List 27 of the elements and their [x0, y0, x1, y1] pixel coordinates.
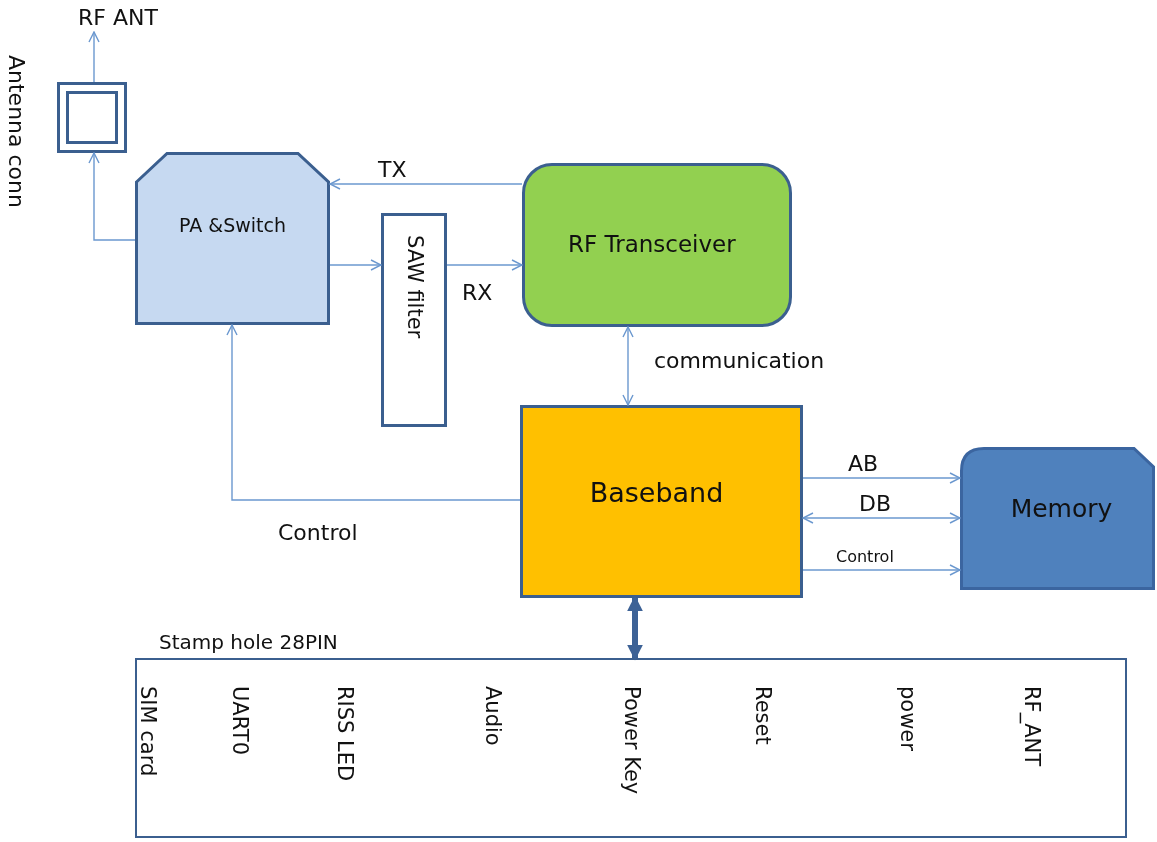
antenna-output-label: RF ANT [78, 4, 158, 32]
arrow [622, 326, 634, 406]
pin-label: RF_ANT [1019, 686, 1045, 767]
arrow [802, 564, 961, 576]
pin-label: UART0 [227, 686, 253, 755]
block-label: PA &Switch [179, 214, 286, 237]
block-label: Memory [1010, 493, 1113, 524]
arrow [329, 259, 382, 271]
pin-label: Reset [750, 686, 776, 745]
pin-label: power [895, 686, 921, 751]
arrow [88, 31, 100, 83]
arrow [226, 324, 521, 501]
block-label: RF Transceiver [568, 231, 737, 259]
arrow [802, 512, 961, 524]
pin-label: Audio [480, 686, 506, 746]
arrow [329, 178, 523, 190]
connector-caption: Antenna conn [4, 55, 29, 208]
block-heading: Stamp hole 28PIN [159, 630, 338, 654]
pin-label: SIM card [135, 686, 161, 777]
pin-label: RISS LED [332, 686, 358, 782]
pin-label: Power Key [619, 686, 645, 795]
antenna-connector [57, 82, 127, 153]
block-label: SAW filter [401, 235, 427, 339]
arrow [802, 472, 961, 484]
arrow [88, 152, 136, 241]
block-label: Baseband [589, 477, 724, 510]
arrow [446, 259, 523, 271]
